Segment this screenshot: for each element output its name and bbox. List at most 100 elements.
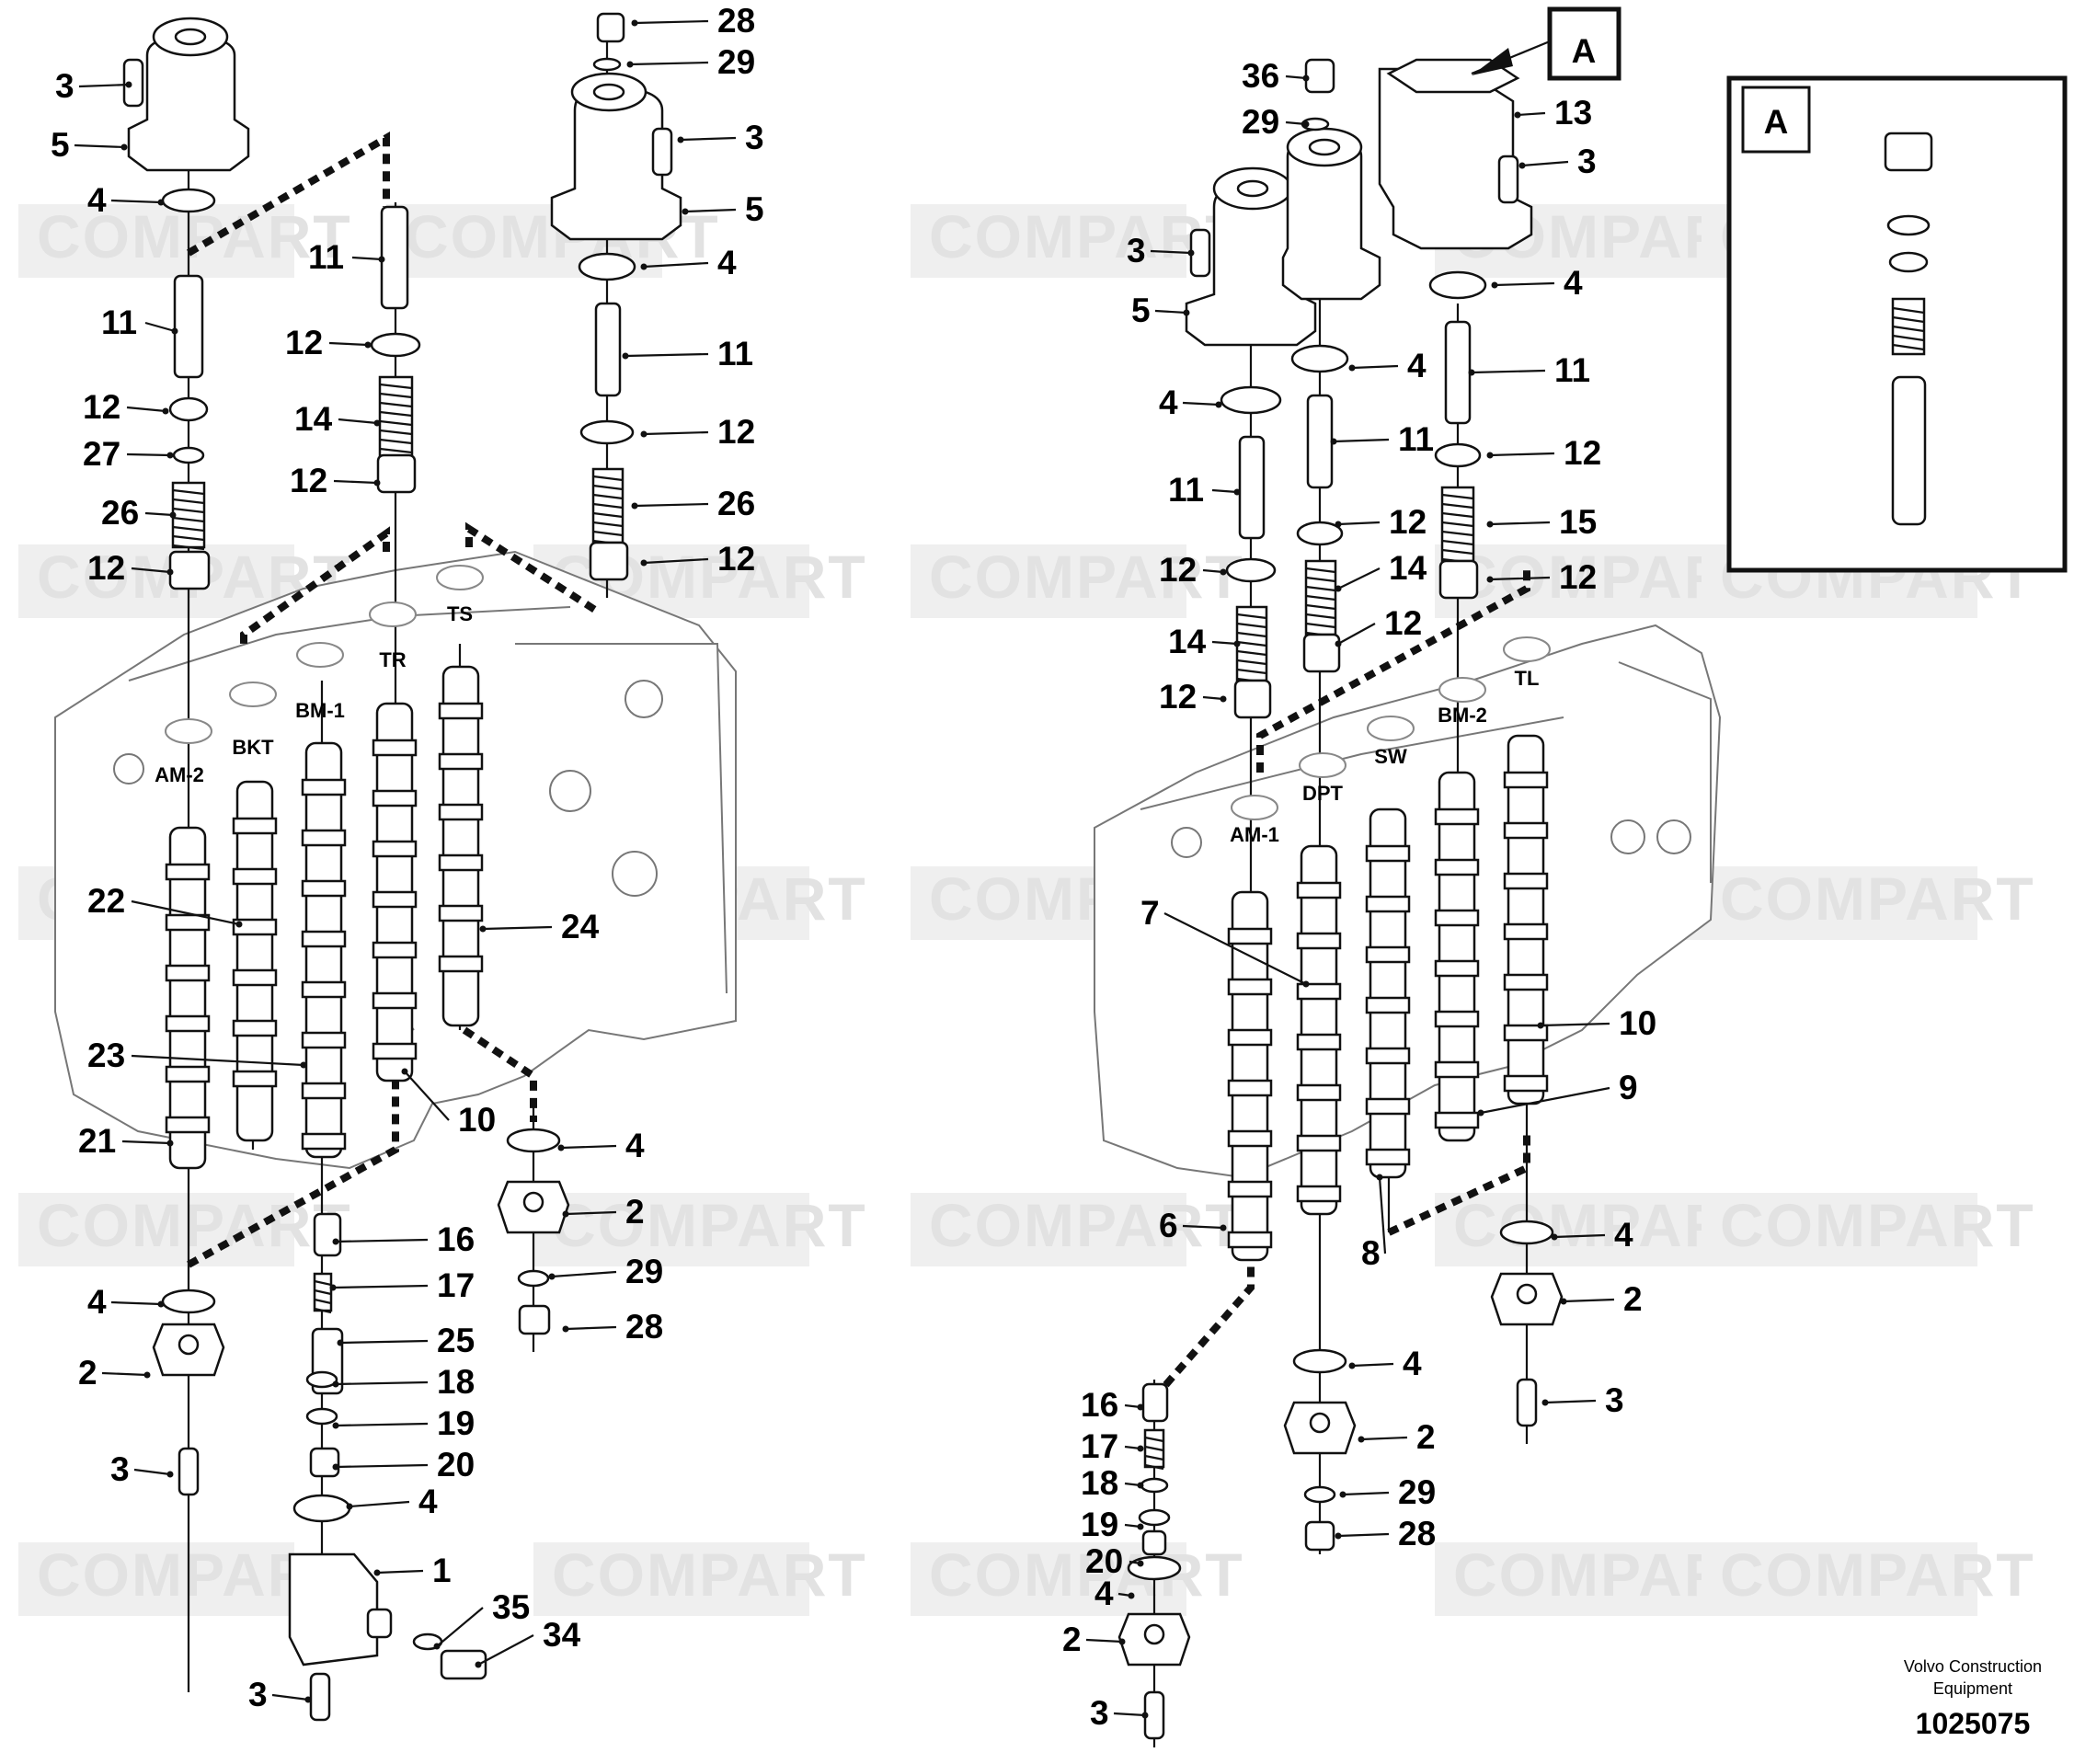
pin-part <box>309 1672 331 1722</box>
part-number-11: 11 <box>308 238 344 276</box>
leader-line <box>1489 521 1551 526</box>
spool-label-am-1: AM-1 <box>1230 823 1279 846</box>
part-number-16: 16 <box>437 1220 475 1258</box>
spool-label-bm-1: BM-1 <box>295 699 345 722</box>
leader-line <box>144 321 176 333</box>
leader-line <box>643 557 709 565</box>
leader-line <box>1540 1022 1610 1027</box>
part-number-4: 4 <box>1403 1345 1422 1382</box>
part-number-12: 12 <box>717 413 755 451</box>
pin-part <box>376 453 417 494</box>
pin-part <box>366 1608 393 1639</box>
leader-line <box>1285 74 1307 80</box>
part-number-5: 5 <box>51 126 70 164</box>
part-number-3: 3 <box>1605 1381 1624 1419</box>
leader-line <box>74 143 125 149</box>
part-number-4: 4 <box>1094 1575 1114 1612</box>
leader-line <box>680 136 737 142</box>
leader-line <box>1202 695 1224 701</box>
part-number-4: 4 <box>418 1483 438 1520</box>
leader-line <box>1163 912 1307 985</box>
part-number-17: 17 <box>437 1266 475 1304</box>
part-number-29: 29 <box>1242 103 1279 141</box>
leader-line <box>625 352 709 358</box>
leader-line <box>684 208 737 213</box>
part-number-12: 12 <box>717 540 755 578</box>
leader-line <box>338 418 378 425</box>
leader-line <box>1351 1362 1394 1368</box>
part-number-12: 12 <box>1159 551 1197 589</box>
part-number-18: 18 <box>1081 1464 1118 1502</box>
leader-line <box>1544 1399 1597 1404</box>
seal-ring <box>1225 557 1277 583</box>
pin-part <box>309 1447 340 1478</box>
part-number-11: 11 <box>717 335 753 372</box>
part-number-12: 12 <box>290 462 327 499</box>
part-number-3: 3 <box>1127 232 1146 269</box>
part-number-5: 5 <box>745 190 764 228</box>
seal-ring <box>1140 1477 1169 1494</box>
part-number-4: 4 <box>87 1283 107 1321</box>
pin-part <box>1516 1378 1538 1427</box>
leader-line <box>1563 1298 1615 1303</box>
seal-ring <box>161 1289 216 1314</box>
seal-ring <box>517 1269 550 1288</box>
spool-part <box>1231 890 1269 1262</box>
seal-ring <box>1220 385 1282 415</box>
part-number-4: 4 <box>1159 384 1178 421</box>
pin-part <box>380 205 409 310</box>
part-number-2: 2 <box>78 1354 97 1392</box>
leader-line <box>1085 1638 1123 1644</box>
seal-ring <box>1428 270 1487 300</box>
leader-line <box>1337 1532 1390 1538</box>
leader-line <box>339 1339 429 1345</box>
pin-part <box>1141 1382 1169 1423</box>
pin-part <box>178 1447 200 1496</box>
part-number-7: 7 <box>1140 894 1160 932</box>
seal-ring <box>1127 1555 1182 1581</box>
leader-line <box>333 479 378 485</box>
seal-ring <box>1290 344 1349 373</box>
part-number-28: 28 <box>717 2 755 40</box>
detail-view-box: A <box>1726 75 2068 573</box>
watermark-text: COMPART <box>1720 865 2035 933</box>
pin-part <box>1438 559 1479 600</box>
spool-label-bkt: BKT <box>232 736 274 759</box>
pin-part <box>1302 633 1341 673</box>
leader-line <box>1182 1224 1224 1230</box>
part-number-17: 17 <box>1081 1427 1118 1465</box>
part-number-14: 14 <box>1168 623 1207 660</box>
part-number-3: 3 <box>1577 143 1597 180</box>
leader-line <box>436 1607 484 1647</box>
seal-ring <box>1303 1485 1336 1504</box>
part-number-10: 10 <box>458 1101 496 1139</box>
pin-part <box>122 58 144 108</box>
solenoid-valve-mid <box>550 72 682 241</box>
credit-block: Volvo Construction Equipment 1025075 <box>1904 1655 2042 1741</box>
watermark-text: COMPART <box>929 543 1244 611</box>
leader-line <box>335 1463 429 1469</box>
spool-label-dpt: DPT <box>1302 782 1344 805</box>
leader-line <box>1553 1233 1606 1239</box>
leader-line <box>126 452 171 457</box>
part-number-22: 22 <box>87 882 125 920</box>
part-number-19: 19 <box>437 1404 475 1442</box>
leader-line <box>131 899 240 926</box>
solenoid-valve-right-c <box>1378 58 1533 250</box>
part-number-2: 2 <box>1062 1621 1082 1658</box>
seal-ring <box>1292 1348 1347 1374</box>
pin-part <box>313 1212 342 1257</box>
seal-ring <box>578 252 636 281</box>
leader-line <box>404 1071 450 1121</box>
part-number-4: 4 <box>1614 1216 1633 1254</box>
part-number-4: 4 <box>1564 264 1583 302</box>
solenoid-valve-left <box>127 17 250 172</box>
component-stack <box>122 12 1564 1740</box>
watermark-text: COMPART <box>37 202 352 270</box>
part-number-29: 29 <box>625 1253 663 1290</box>
pin-part <box>1304 1520 1335 1552</box>
leader-line <box>1113 1712 1146 1717</box>
pin-part <box>173 274 204 379</box>
part-number-9: 9 <box>1619 1069 1638 1106</box>
part-number-2: 2 <box>625 1193 645 1231</box>
